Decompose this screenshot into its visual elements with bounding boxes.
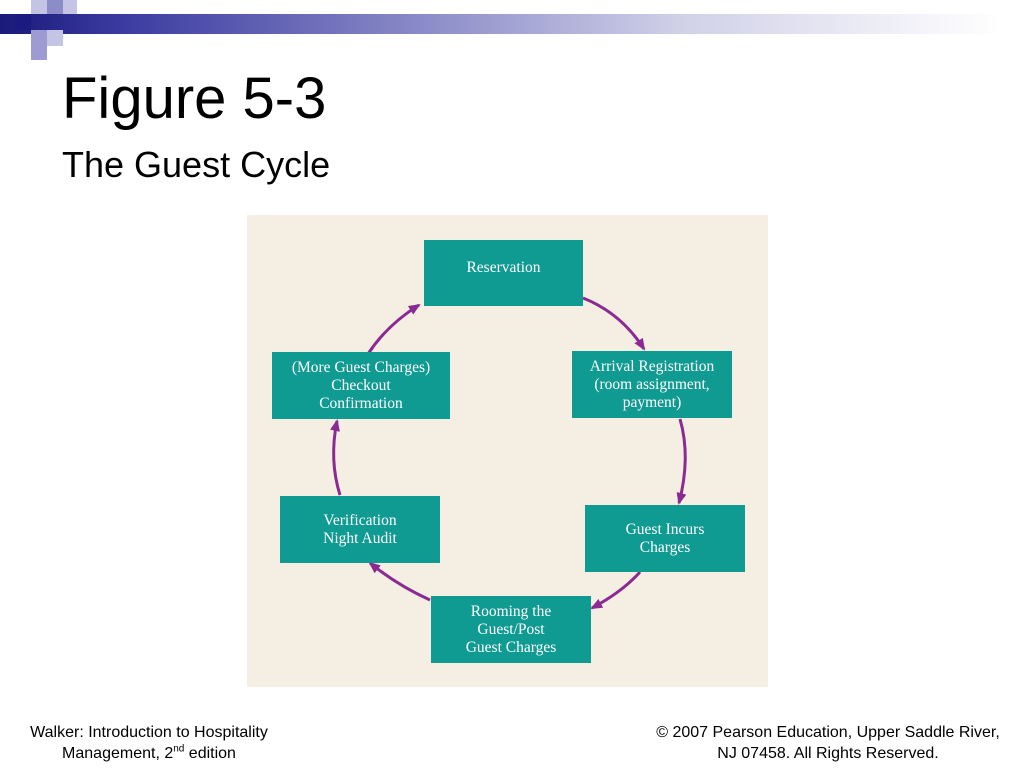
footer-citation: Walker: Introduction to Hospitality Mana… — [14, 722, 284, 764]
node-reservation: Reservation — [424, 240, 583, 306]
arrow-incurs-to-rooming — [590, 570, 642, 610]
footer-copyright-line1: © 2007 Pearson Education, Upper Saddle R… — [656, 724, 1000, 741]
decor-square — [47, 0, 63, 14]
decor-square — [15, 14, 31, 30]
decor-square — [63, 0, 77, 14]
slide-subtitle: The Guest Cycle — [62, 144, 331, 185]
node-arrival-registration: Arrival Registration (room assignment, p… — [572, 351, 732, 418]
footer-edition-suffix: nd — [173, 743, 185, 755]
node-guest-incurs-charges: Guest Incurs Charges — [585, 505, 745, 572]
guest-cycle-diagram: Reservation Arrival Registration (room a… — [247, 215, 768, 687]
decor-square — [31, 0, 47, 14]
node-verification-night-audit: Verification Night Audit — [280, 496, 440, 563]
arrow-rooming-to-verification — [368, 561, 431, 602]
footer-citation-line1: Walker: Introduction to Hospitality — [30, 724, 268, 741]
arrow-verification-to-checkout — [330, 419, 342, 496]
node-rooming-guest: Rooming the Guest/Post Guest Charges — [431, 596, 591, 663]
arrow-arrival-to-incurs — [676, 418, 687, 505]
footer-edition-number: Management, 2 — [62, 745, 174, 762]
arrow-reservation-to-arrival — [582, 296, 646, 351]
footer-copyright-line2: NJ 07458. All Rights Reserved. — [717, 745, 939, 762]
arrow-checkout-to-reservation — [366, 303, 421, 355]
slide-title: Figure 5-3 — [62, 66, 327, 131]
decor-square — [47, 30, 63, 46]
node-checkout: (More Guest Charges) Checkout Confirmati… — [272, 352, 450, 419]
footer-copyright: © 2007 Pearson Education, Upper Saddle R… — [635, 722, 1021, 764]
footer-edition-label: edition — [184, 745, 236, 762]
decor-square — [31, 46, 47, 60]
cycle-arrows — [330, 296, 687, 610]
decor-square — [31, 30, 47, 46]
header-gradient-band — [0, 14, 1024, 34]
footer-citation-line2: Management, 2nd edition — [14, 743, 284, 764]
